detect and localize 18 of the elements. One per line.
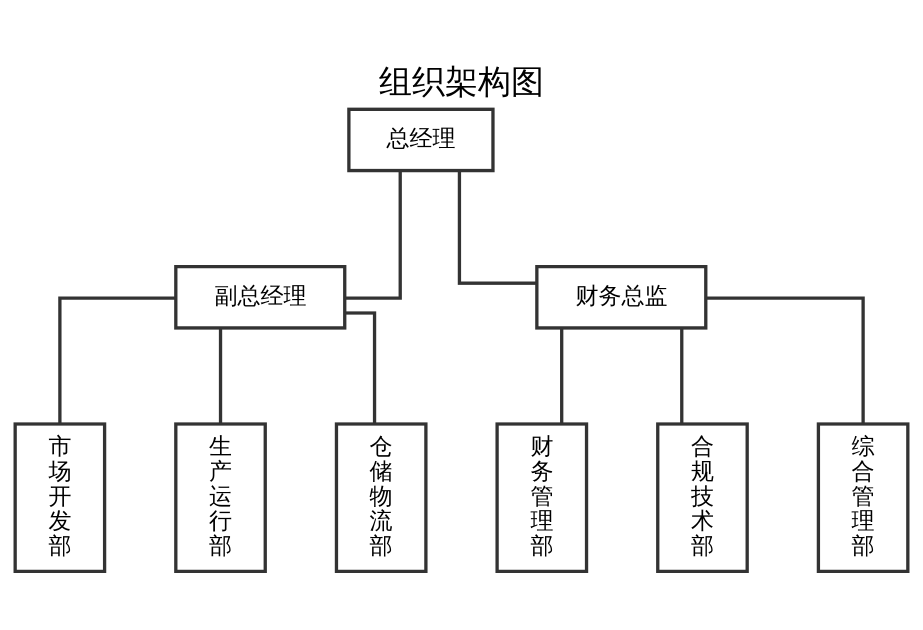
node-box: 市场开发部 [14, 422, 106, 573]
connector [58, 296, 176, 424]
diagram-title: 组织架构图 [379, 61, 544, 100]
connector [458, 170, 537, 284]
node-box: 副总经理 [174, 264, 346, 330]
node-box: 综合管理部 [816, 422, 910, 573]
connector [680, 328, 684, 424]
node-box: 仓储物流部 [334, 422, 428, 573]
node-box: 总经理 [347, 107, 495, 172]
connector [345, 310, 376, 424]
connector [344, 170, 402, 300]
node-box: 财务总监 [535, 264, 708, 330]
node-box: 合规技术部 [656, 422, 749, 573]
connector [560, 328, 564, 424]
node-box: 生产运行部 [174, 422, 267, 573]
node-box: 财务管理部 [495, 422, 588, 573]
connector [706, 296, 865, 424]
connector [218, 328, 222, 424]
